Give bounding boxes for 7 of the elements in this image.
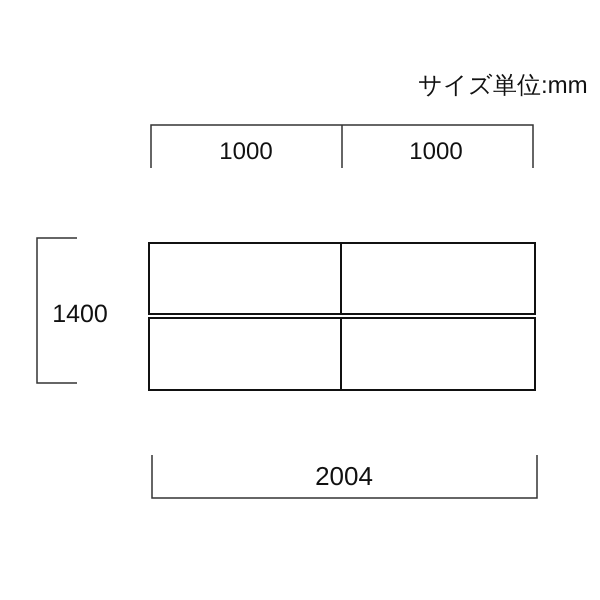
panel-box: [340, 317, 536, 391]
unit-note: サイズ単位:mm: [418, 74, 588, 98]
panel-box: [340, 242, 536, 315]
dimension-value: 2004: [315, 463, 373, 489]
dimension-value: 1000: [409, 140, 463, 164]
dimension-value: 1400: [52, 302, 108, 326]
dimension-value: 1000: [219, 140, 273, 164]
